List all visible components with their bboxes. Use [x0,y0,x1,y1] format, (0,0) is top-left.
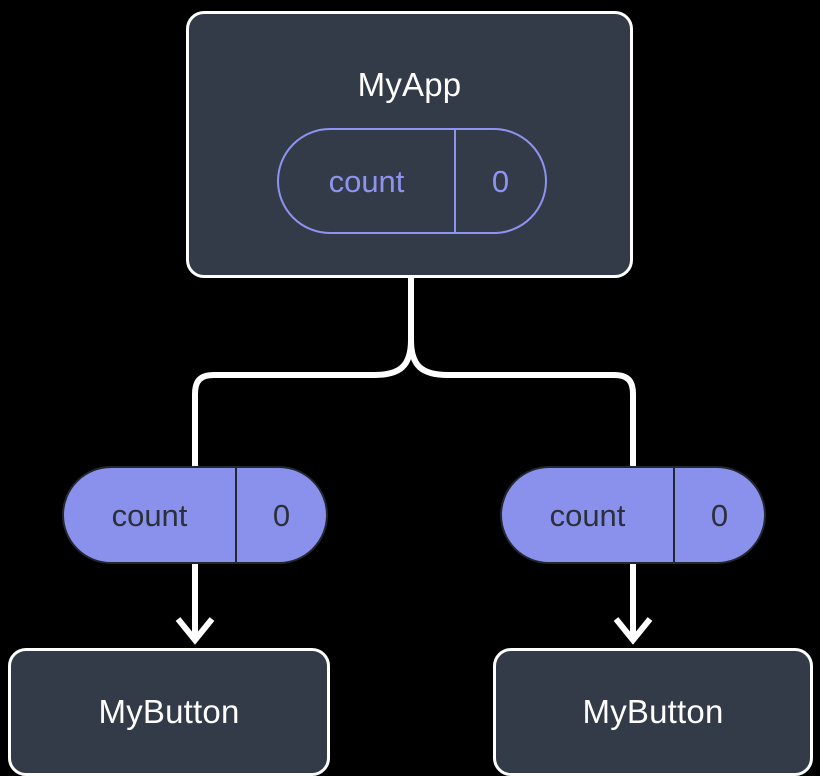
prop-pill-right-count[interactable]: count 0 [500,466,766,564]
prop-pill-value: 0 [673,468,764,562]
component-node-mybutton-right[interactable]: MyButton [493,648,813,776]
component-node-mybutton-left[interactable]: MyButton [8,648,330,776]
component-label-mybutton: MyButton [98,693,240,730]
state-pill-key: count [328,163,405,199]
prop-pill-key: count [111,497,188,533]
prop-pill-left-count[interactable]: count 0 [62,466,328,564]
prop-pill-key: count [549,497,626,533]
prop-pill-value: 0 [235,468,326,562]
component-label-myapp: MyApp [357,66,462,103]
edge-fork-right-branch [408,339,636,466]
edge-fork-left-branch [192,339,414,466]
component-label-mybutton: MyButton [582,693,724,730]
arrow-head-left-icon [175,617,215,645]
state-pill-value: 0 [454,130,545,232]
state-pill-myapp-count[interactable]: count 0 [277,128,547,234]
arrow-head-right-icon [613,617,653,645]
